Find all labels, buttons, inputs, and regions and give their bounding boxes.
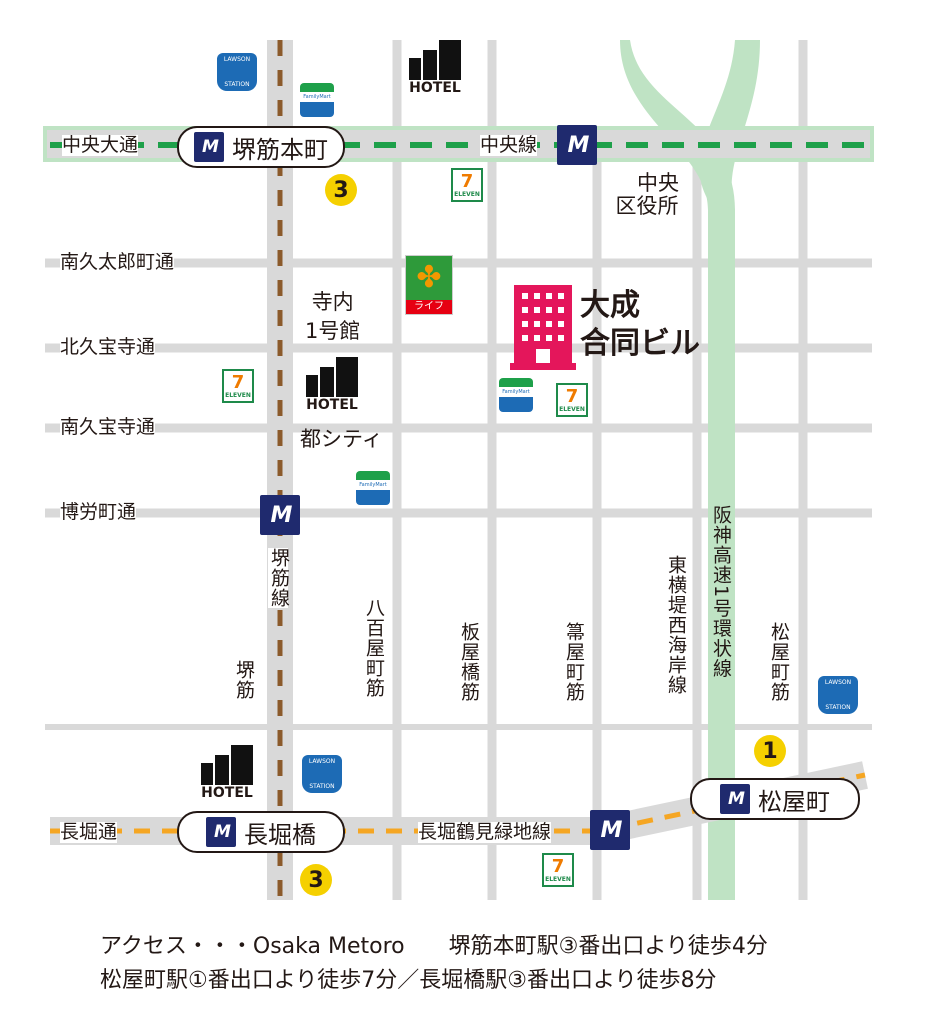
metro-icon: M (557, 125, 597, 165)
access-info-line2: 松屋町駅①番出口より徒歩7分／長堀橋駅③番出口より徒歩8分 (100, 968, 717, 993)
street-label: 箒屋町筋 (562, 622, 585, 702)
station-name: 長堀橋 (244, 820, 316, 849)
street-label: 堺筋 (232, 660, 255, 700)
street-label: 八百屋町筋 (362, 598, 385, 698)
familymart-icon: FamilyMart (300, 83, 334, 117)
street-label: 中央大通 (62, 134, 139, 156)
ward-office-label: 中央区役所 (615, 171, 680, 219)
metro-icon: M (720, 784, 750, 814)
access-info-line1: アクセス・・・Osaka Metoro 堺筋本町駅③番出口より徒歩4分 (100, 934, 768, 959)
station-name: 松屋町 (758, 787, 830, 816)
metro-icon: M (590, 810, 630, 850)
exit-badge: 1 (754, 735, 786, 767)
exit-badge: 3 (325, 174, 357, 206)
line-label-nagahori: 長堀鶴見緑地線 (418, 821, 552, 843)
street-label: 南久宝寺通 (60, 416, 156, 438)
hotel-icon: HOTEL (196, 745, 258, 801)
hotel-icon: HOTEL (404, 40, 466, 96)
street-label: 板屋橋筋 (457, 622, 480, 702)
life-supermarket-icon: ✤ ライフ (405, 255, 453, 315)
station-nagahoribashi[interactable]: M 長堀橋 (177, 811, 345, 853)
street-label: 東横堤西海岸線 (664, 555, 687, 695)
station-name: 堺筋本町 (232, 135, 328, 164)
exit-badge: 3 (300, 864, 332, 896)
target-building-icon (510, 285, 576, 370)
street-label: 南久太郎町通 (60, 251, 175, 273)
line-label-sakaisuji: 堺筋線 (267, 548, 290, 608)
street-label: 阪神高速1号環状線 (709, 505, 732, 679)
metro-icon: M (206, 817, 236, 847)
metro-icon: M (260, 495, 300, 535)
highway-branch (699, 40, 760, 210)
station-matsuyamachi[interactable]: M 松屋町 (690, 778, 860, 820)
street-label: 博労町通 (60, 501, 137, 523)
street-label: 北久宝寺通 (60, 336, 156, 358)
miyako-city-label: 都シティ (300, 427, 383, 451)
target-building-label: 大成合同ビル (580, 288, 700, 361)
metro-icon: M (194, 132, 224, 162)
familymart-icon: FamilyMart (356, 471, 390, 505)
street-label: 松屋町筋 (767, 622, 790, 702)
station-sakaisuji-honmachi[interactable]: M 堺筋本町 (177, 126, 345, 168)
street-label: 長堀通 (60, 821, 118, 843)
hotel-icon: HOTEL (301, 357, 363, 413)
line-label-chuo: 中央線 (480, 134, 538, 156)
familymart-icon: FamilyMart (499, 378, 533, 412)
